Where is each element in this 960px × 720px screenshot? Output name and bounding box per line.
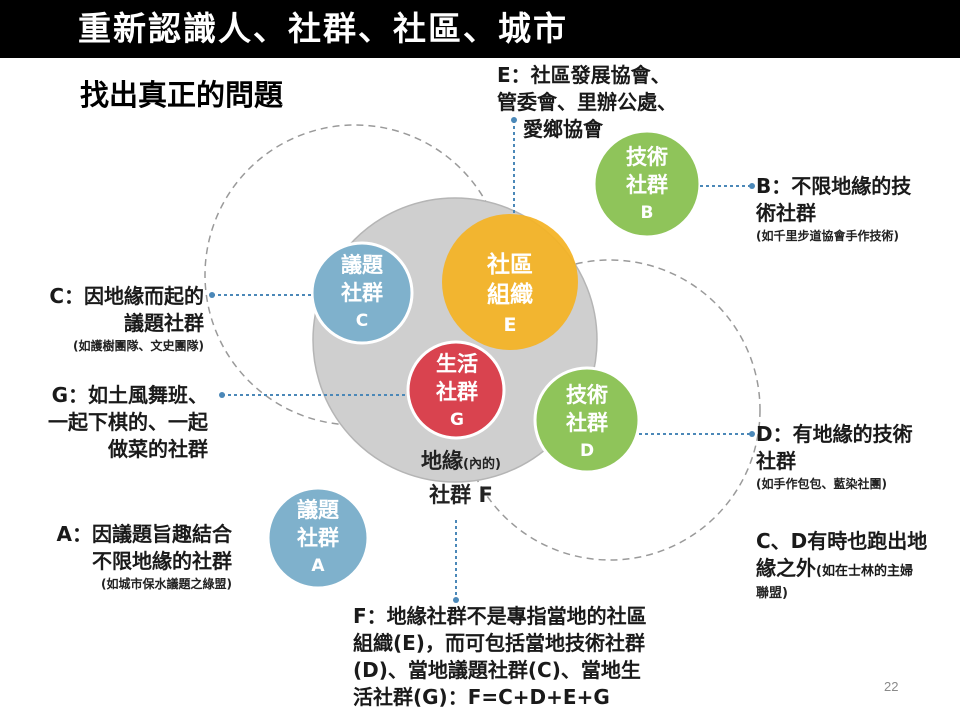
issue-community-a-circle bbox=[266, 486, 370, 590]
life-g-line1: 生活 bbox=[436, 352, 478, 376]
label-cd-paren: (如在士林的主婦 bbox=[816, 564, 913, 579]
label-a-line1: A：因議題旨趣結合 bbox=[56, 522, 232, 546]
label-c-line1: C：因地緣而起的 bbox=[49, 284, 204, 308]
community-org-text: 社區 組織 E bbox=[470, 250, 550, 340]
community-org-line1: 社區 bbox=[487, 252, 533, 278]
territory-paren: (內的) bbox=[463, 457, 501, 472]
label-c-line2: 議題社群 bbox=[124, 311, 204, 335]
territory-text: 地緣(內的) 社群 F bbox=[396, 446, 526, 511]
issue-c-letter: C bbox=[355, 311, 369, 331]
label-b-line1: B：不限地緣的技 bbox=[756, 174, 912, 198]
issue-a-text: 議題 社群 A bbox=[282, 496, 354, 580]
issue-c-text: 議題 社群 C bbox=[326, 251, 398, 335]
label-a-line2: 不限地緣的社群 bbox=[92, 549, 232, 573]
page-number: 22 bbox=[884, 679, 899, 694]
label-d: D：有地緣的技術 社群 (如手作包包、藍染社團) bbox=[756, 421, 913, 493]
tech-d-letter: D bbox=[579, 441, 595, 461]
label-e-line2: 管委會、里辦公處、 bbox=[497, 90, 677, 114]
tech-community-b-circle bbox=[592, 129, 702, 239]
issue-c-line1: 議題 bbox=[341, 253, 383, 277]
label-g: G：如土風舞班、 一起下棋的、一起 做菜的社群 bbox=[6, 382, 208, 463]
territory-word: 地緣 bbox=[421, 449, 464, 473]
issue-a-letter: A bbox=[311, 556, 325, 576]
slide-subtitle: 找出真正的問題 bbox=[80, 78, 284, 112]
label-f-line1: F：地緣社群不是專指當地的社區 bbox=[353, 604, 647, 628]
label-cd-line1: C、D有時也跑出地 bbox=[756, 529, 928, 553]
label-cd-line2-text: 緣之外 bbox=[756, 556, 816, 580]
community-org-circle bbox=[442, 214, 578, 350]
tech-community-d-circle bbox=[533, 366, 641, 474]
label-f-line4: 活社群(G)：F=C+D+E+G bbox=[353, 685, 610, 709]
tech-b-letter: B bbox=[640, 203, 654, 223]
life-g-line2: 社群 bbox=[436, 380, 478, 404]
label-e-line1: E：社區發展協會、 bbox=[497, 63, 671, 87]
territory-line2: 社群 F bbox=[429, 483, 493, 507]
label-cd-line2: 緣之外(如在士林的主婦 bbox=[756, 555, 927, 585]
connector-g-dot bbox=[219, 392, 225, 398]
label-cd-line3: 聯盟) bbox=[756, 586, 788, 601]
label-g-line1: G：如土風舞班、 bbox=[51, 383, 208, 407]
tech-b-line1: 技術 bbox=[626, 145, 668, 169]
territory-line1: 地緣(內的) bbox=[396, 446, 526, 480]
label-d-line1: D：有地緣的技術 bbox=[756, 422, 913, 446]
label-c-note: (如護樹團隊、文史團隊) bbox=[73, 339, 204, 353]
label-c: C：因地緣而起的 議題社群 (如護樹團隊、文史團隊) bbox=[10, 283, 204, 355]
label-b-line2: 術社群 bbox=[756, 201, 816, 225]
slide-title: 重新認識人、社群、社區、城市 bbox=[78, 9, 568, 48]
community-org-line2: 組織 bbox=[487, 282, 533, 308]
label-e-line3: 愛鄉協會 bbox=[523, 117, 603, 141]
label-d-line2: 社群 bbox=[756, 449, 796, 473]
issue-c-line2: 社群 bbox=[341, 281, 383, 305]
label-a-note: (如城市保水議題之綠盟) bbox=[101, 577, 232, 591]
community-org-letter: E bbox=[503, 314, 517, 336]
life-g-letter: G bbox=[450, 410, 464, 430]
connector-c-dot bbox=[209, 292, 215, 298]
label-f-line3: (D)、當地議題社群(C)、當地生 bbox=[353, 658, 641, 682]
label-cd: C、D有時也跑出地 緣之外(如在士林的主婦 聯盟) bbox=[756, 528, 927, 603]
connector-d-dot bbox=[749, 431, 755, 437]
tech-d-line1: 技術 bbox=[566, 383, 608, 407]
issue-a-line1: 議題 bbox=[297, 498, 339, 522]
issue-community-c-circle bbox=[310, 241, 414, 345]
label-b: B：不限地緣的技 術社群 (如千里步道協會手作技術) bbox=[756, 173, 911, 245]
slide-header: 重新認識人、社群、社區、城市 bbox=[0, 0, 960, 58]
connector-e-dot bbox=[511, 117, 517, 123]
tech-b-text: 技術 社群 B bbox=[611, 143, 683, 227]
tech-d-line2: 社群 bbox=[566, 411, 608, 435]
issue-a-line2: 社群 bbox=[297, 526, 339, 550]
label-d-note: (如手作包包、藍染社團) bbox=[756, 477, 887, 491]
tech-b-line2: 社群 bbox=[626, 173, 668, 197]
connector-f-dot bbox=[453, 597, 459, 603]
label-g-line2: 一起下棋的、一起 bbox=[48, 410, 208, 434]
label-f-line2: 組織(E)，而可包括當地技術社群 bbox=[353, 631, 645, 655]
tech-d-text: 技術 社群 D bbox=[551, 381, 623, 465]
connector-b-dot bbox=[749, 183, 755, 189]
life-community-g-circle bbox=[406, 340, 506, 440]
label-g-line3: 做菜的社群 bbox=[108, 437, 208, 461]
label-e: E：社區發展協會、 管委會、里辦公處、 愛鄉協會 bbox=[497, 62, 677, 143]
label-f: F：地緣社群不是專指當地的社區 組織(E)，而可包括當地技術社群 (D)、當地議… bbox=[353, 603, 647, 711]
label-b-note: (如千里步道協會手作技術) bbox=[756, 229, 899, 243]
label-a: A：因議題旨趣結合 不限地緣的社群 (如城市保水議題之綠盟) bbox=[6, 521, 232, 593]
life-g-text: 生活 社群 G bbox=[421, 350, 493, 434]
